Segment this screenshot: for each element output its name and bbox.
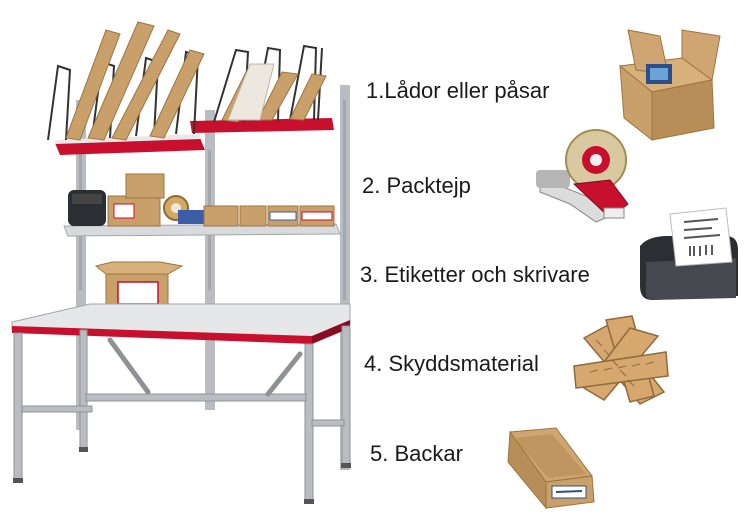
item-label-tape: 2. Packtejp	[362, 173, 471, 198]
tape-dispenser-icon	[536, 129, 629, 223]
label-printer-icon	[640, 207, 738, 300]
item-label-protective-material: 4. Skyddsmaterial	[364, 351, 539, 376]
cardboard-box-icon	[618, 29, 721, 142]
item-label-labels-printer: 3. Etiketter och skrivare	[360, 262, 590, 287]
item-label-bins: 5. Backar	[370, 441, 463, 466]
storage-bin-icon	[507, 427, 595, 510]
paper-padding-icon	[573, 315, 669, 405]
packing-workbench-image	[11, 21, 351, 504]
item-label-boxes: 1.Lådor eller påsar	[366, 78, 550, 103]
